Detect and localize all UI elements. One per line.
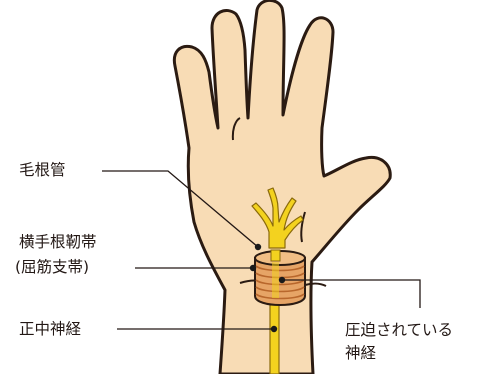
leader-compressed (282, 279, 421, 308)
transverse-carpal-ligament (254, 249, 306, 306)
dot-compressed (278, 276, 286, 284)
dot-capillary (254, 243, 262, 251)
label-median-nerve: 正中神経 (19, 320, 82, 338)
median-nerve-trunk (269, 295, 280, 375)
leader-capillary (102, 170, 259, 248)
label-compressed-nerve-line2: 神経 (345, 344, 377, 362)
leader-lines (102, 170, 421, 330)
dot-median (270, 325, 278, 333)
palm-crease (231, 117, 241, 141)
leader-dots (249, 243, 286, 333)
thenar-crease (300, 211, 306, 243)
hand-outline (172, 0, 392, 376)
label-compressed-nerve: 圧迫されている (345, 321, 454, 339)
label-flexor-retinaculum: (屈筋支帯) (15, 258, 90, 276)
dot-ligament (249, 264, 257, 272)
nerve-branches (251, 187, 304, 249)
wrist-crease-right (304, 282, 327, 287)
label-transverse-ligament: 横手根靭帯 (19, 233, 97, 251)
label-capillary-tube: 毛根管 (19, 161, 66, 179)
